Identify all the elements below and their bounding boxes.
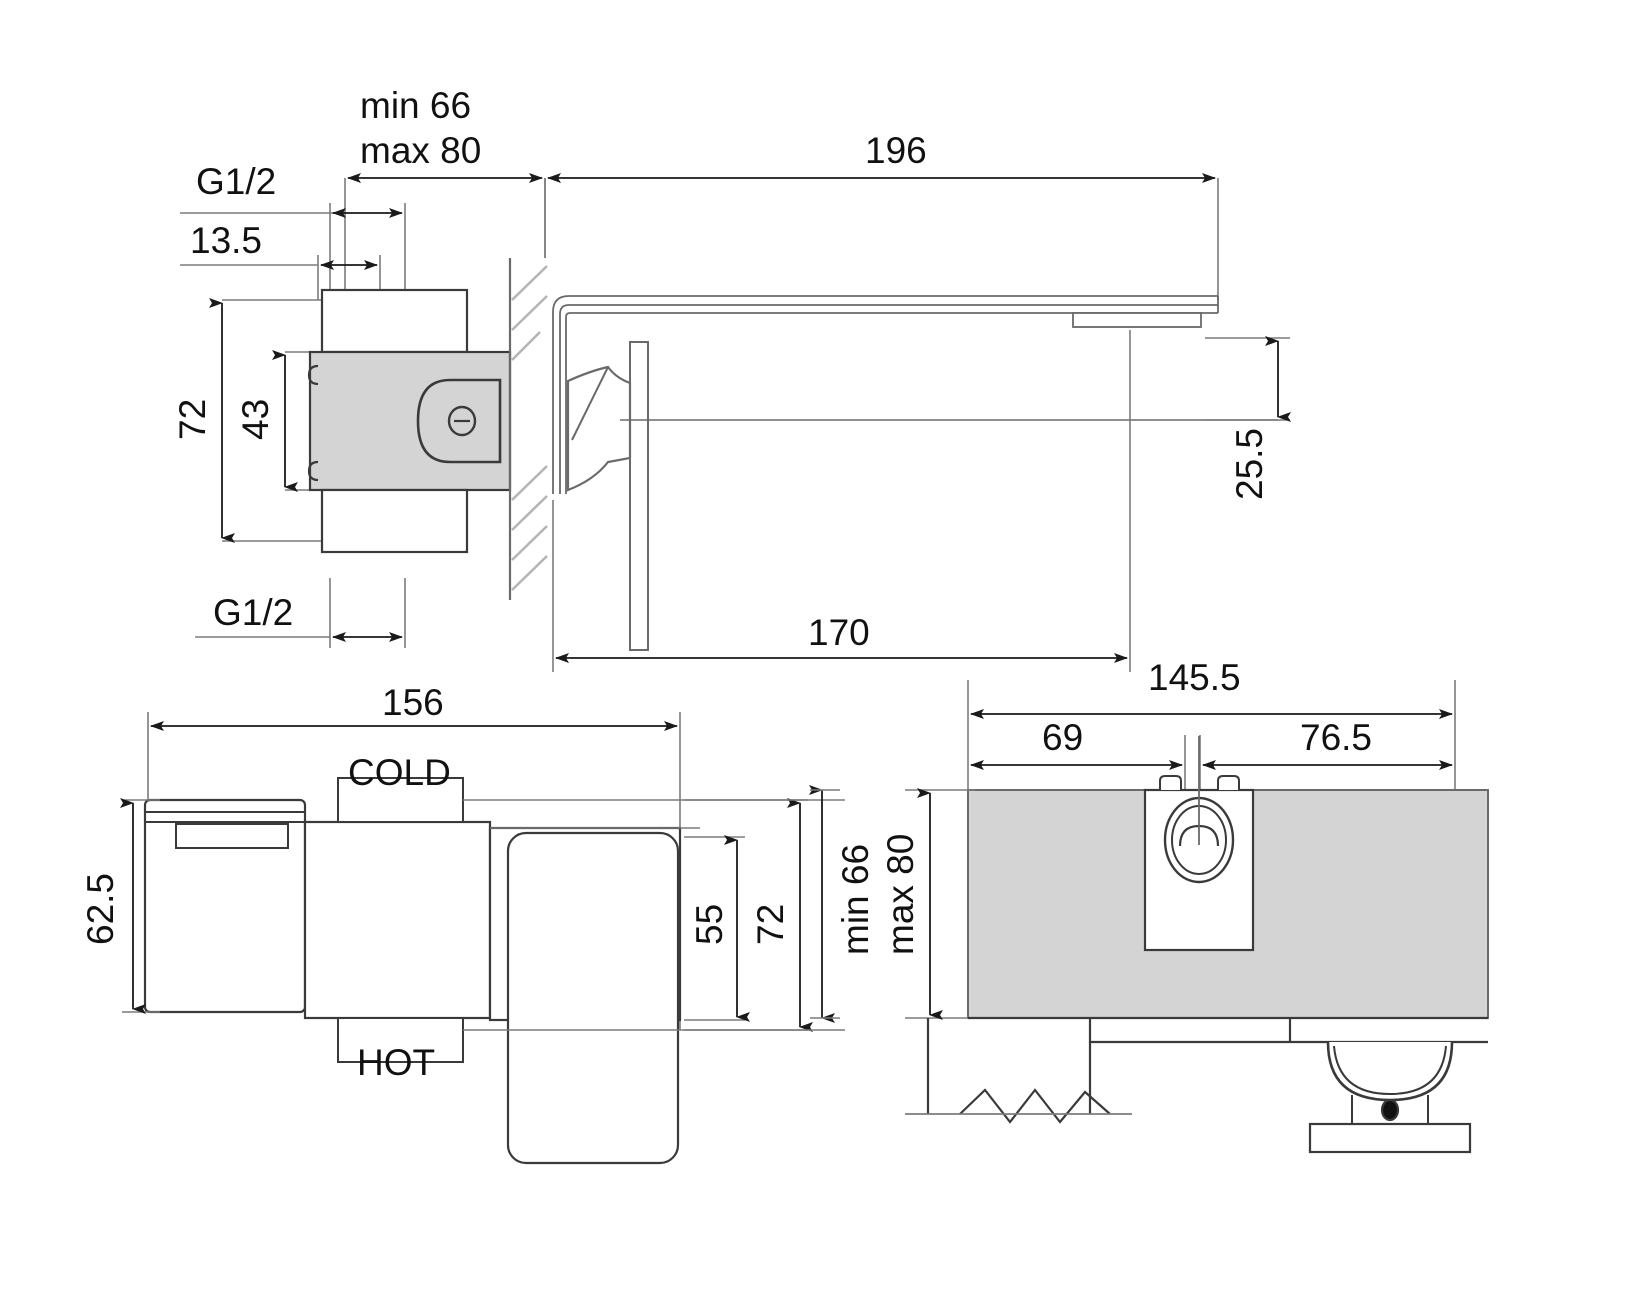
label-156: 156 [382,682,444,723]
label-25-5: 25.5 [1229,428,1270,500]
dim-g12-top [180,203,406,300]
label-72-side: 72 [172,399,213,440]
dim-spout-length [544,173,1219,300]
wall-section [508,258,548,600]
dim-170 [552,330,1131,672]
handle-hub [566,365,632,492]
dim-25-5 [1205,336,1291,422]
label-13-5: 13.5 [190,220,262,261]
handle-lever-side [629,341,649,651]
label-72-front: 72 [750,904,791,945]
label-76-5: 76.5 [1300,717,1372,758]
dim-145-5 [967,680,1456,800]
label-43: 43 [235,399,276,440]
label-170: 170 [808,612,870,653]
dim-62-5 [120,798,160,1014]
handle-lever-front [506,831,680,1165]
dim-55 [684,835,750,1022]
label-g12-bottom: G1/2 [213,592,293,633]
valve-body-shaded [307,350,512,492]
label-min-66-plan: min 66 [835,844,876,955]
dim-g12-bottom [195,578,406,648]
central-valve-block [303,777,492,1063]
label-hot: HOT [357,1042,435,1083]
dim-wall-depth-top [344,173,546,300]
dim-depth-plan [809,785,975,1023]
label-62-5: 62.5 [80,873,121,945]
left-cap-body [143,798,307,1014]
front-view-guides [463,799,845,1031]
spout-body [552,295,1219,494]
label-cold: COLD [348,752,451,793]
lower-inlet-box [320,488,469,554]
label-145-5: 145.5 [1148,657,1241,698]
label-max-80-top: max 80 [360,130,481,171]
label-55: 55 [689,904,730,945]
label-196: 196 [865,130,927,171]
upper-inlet-box [320,288,469,354]
label-min-66-top: min 66 [360,85,471,126]
label-69: 69 [1042,717,1083,758]
label-max-80-plan: max 80 [880,834,921,955]
counter-and-basin [905,1016,1488,1154]
plan-wall-shaded [967,736,1489,1019]
label-g12-top: G1/2 [196,161,276,202]
